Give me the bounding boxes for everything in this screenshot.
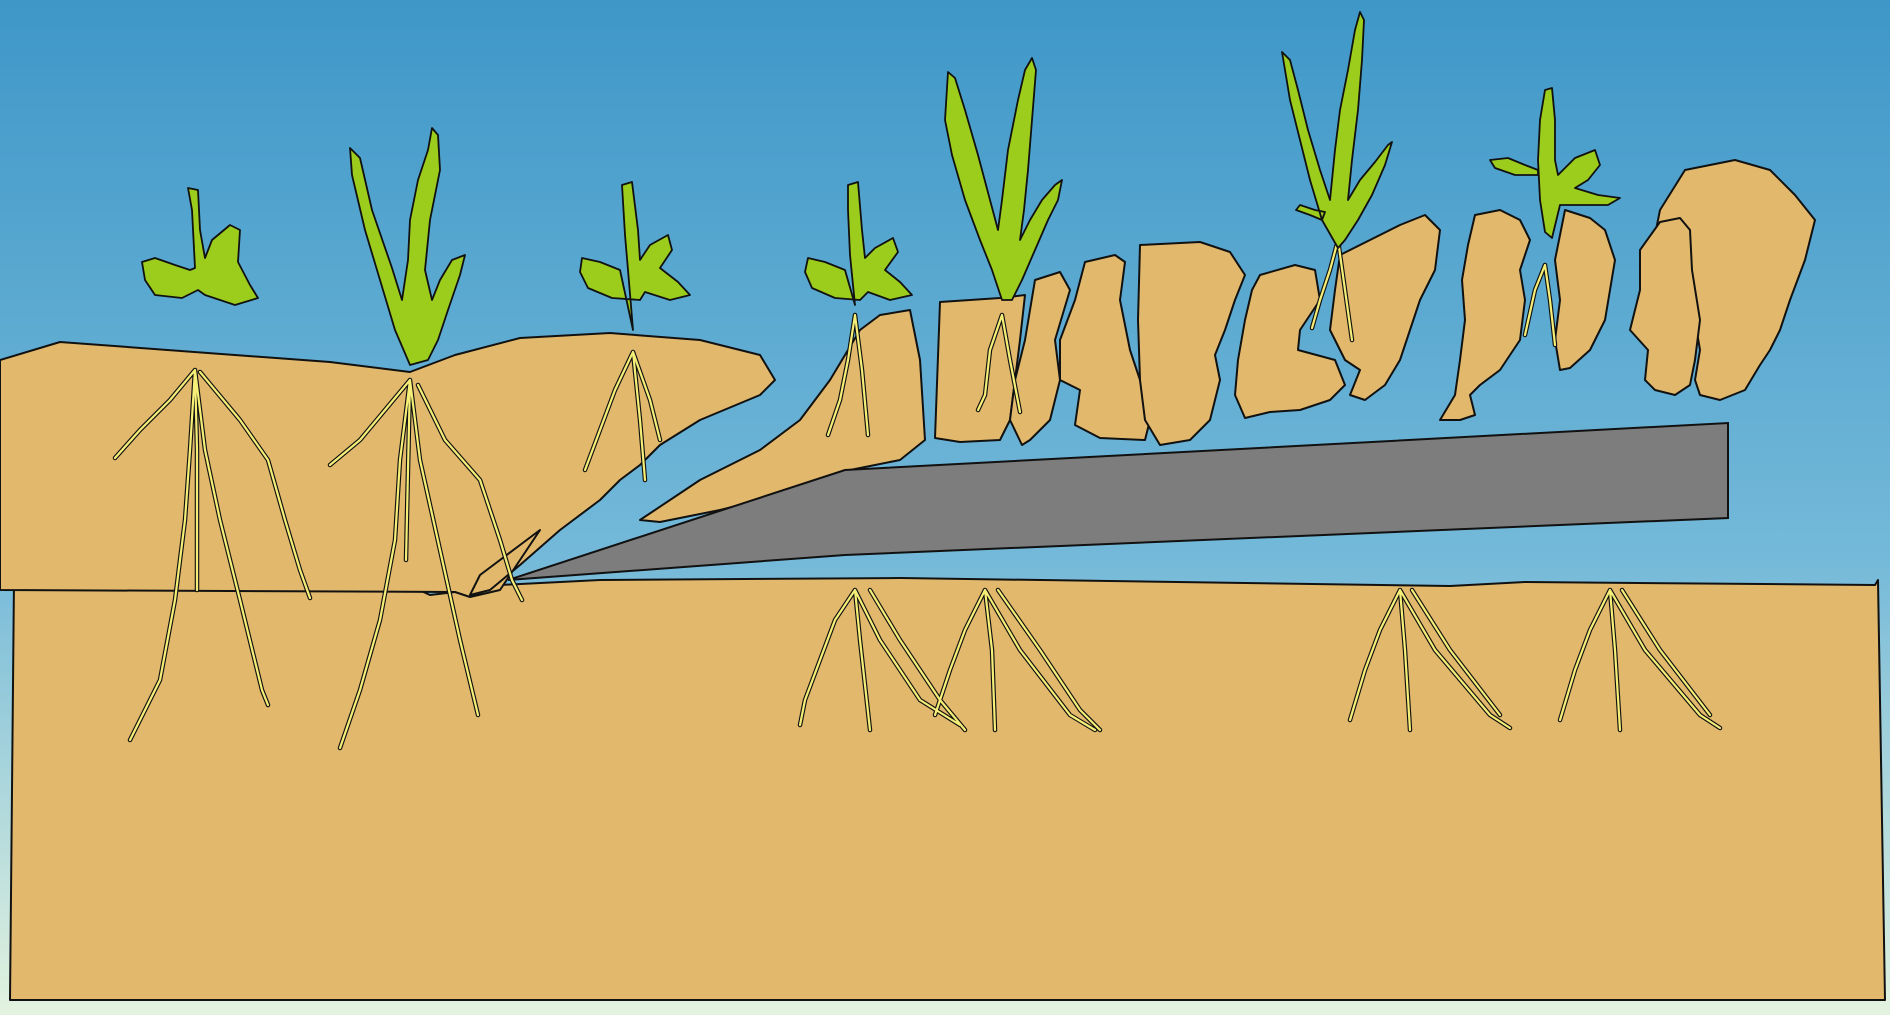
cultivation-diagram [0, 0, 1890, 1015]
diagram-canvas [0, 0, 1890, 1015]
